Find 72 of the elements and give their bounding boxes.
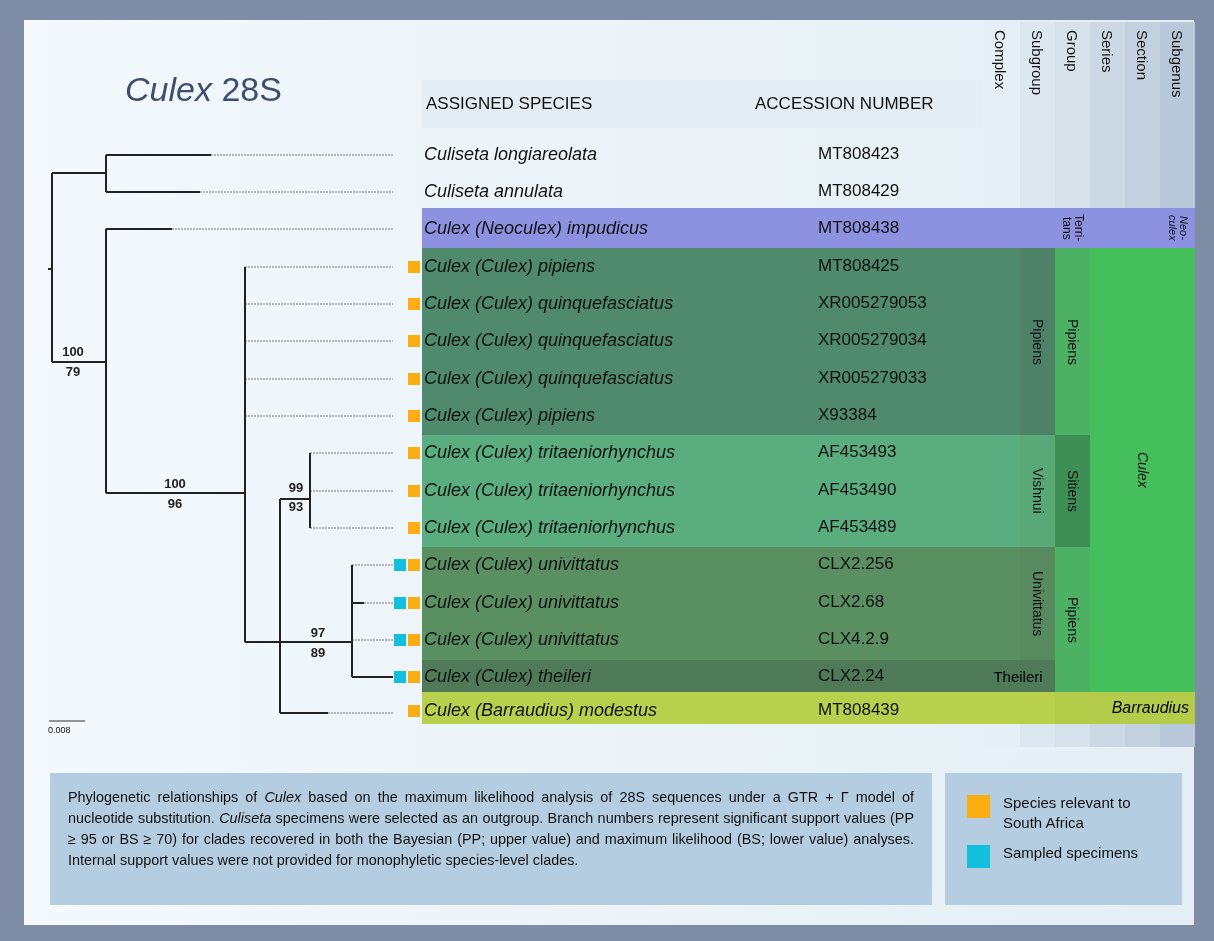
accession-number: XR005279034	[818, 330, 927, 351]
taxon-band	[1020, 248, 1055, 435]
species-name: Culex (Culex) univittatus	[424, 629, 620, 651]
accession-number: MT808429	[818, 181, 900, 202]
accession-number: MT808425	[818, 256, 900, 277]
legend-text: Species relevant to South Africa	[1003, 793, 1132, 832]
accession-number: AF453493	[818, 442, 897, 463]
support-value: 96	[167, 496, 183, 512]
species-name: Culiseta longiareolata	[424, 144, 598, 166]
column-header: Group	[1063, 30, 1081, 72]
taxon-rank-label: Pipiens	[1064, 596, 1081, 643]
accession-number: CLX2.256	[818, 554, 894, 575]
taxon-rank-label: Barraudius	[1111, 700, 1189, 716]
accession-number: CLX4.2.9	[818, 629, 889, 650]
support-value: 79	[65, 364, 81, 380]
taxon-band	[1090, 248, 1195, 692]
taxon-band	[1055, 547, 1090, 692]
accession-number: AF453490	[818, 480, 897, 501]
support-value: 100	[62, 344, 84, 360]
taxon-band	[1020, 435, 1055, 547]
taxon-rank-label: Neo- culex	[1166, 214, 1189, 243]
taxon-rank-label: Terri- tans	[1060, 213, 1085, 244]
accession-number: CLX2.68	[818, 592, 885, 613]
taxon-rank-label: Pipiens	[1064, 318, 1081, 365]
species-name: Culex (Culex) pipiens	[424, 256, 596, 278]
caption: Phylogenetic relationships of Culex based on the maximum likelihood analysis of 28S sequences under a GTR + Γ model of nucleotide substitution. Culiseta specimens were selected as an outgroup. Branch numbers represent significant support values (PP ≥ 95 or BS ≥ 70) for clades recovered in both the Bayesian (PP; upper value) and maximum likelihood (BS; lower value) analyses. Internal support values were not provided for monophyletic species-level clades.	[50, 773, 932, 905]
taxon-rank-label: Vishnui	[1029, 468, 1046, 514]
taxon-rank-label: Univittatus	[1029, 570, 1046, 637]
species-name: Culex (Culex) pipiens	[424, 405, 596, 427]
scale-value: 0.008	[48, 725, 71, 736]
taxon-rank-label: Sitiens	[1064, 470, 1081, 512]
support-value: 93	[288, 499, 304, 515]
species-name: Culex (Culex) tritaeniorhynchus	[424, 480, 676, 502]
species-name: Culiseta annulata	[424, 181, 564, 203]
taxon-band	[1055, 692, 1195, 724]
species-name: Culex (Culex) univittatus	[424, 592, 620, 614]
taxon-rank-label: Theileri	[993, 668, 1043, 684]
species-name: Culex (Culex) theileri	[424, 666, 592, 688]
species-name: Culex (Culex) tritaeniorhynchus	[424, 442, 676, 464]
species-name: Culex (Culex) tritaeniorhynchus	[424, 517, 676, 539]
species-name: Culex (Barraudius) modestus	[424, 700, 658, 722]
legend-text: Sampled specimens	[1003, 843, 1140, 863]
column-header: Subgenus	[1168, 30, 1186, 98]
support-value: 89	[310, 645, 326, 661]
species-name: Culex (Culex) quinquefasciatus	[424, 368, 674, 390]
taxon-band	[1055, 248, 1090, 435]
support-value: 100	[164, 476, 186, 492]
support-value: 99	[288, 480, 304, 496]
species-name: Culex (Culex) quinquefasciatus	[424, 330, 674, 352]
accession-number: MT808438	[818, 218, 900, 239]
column-header: Subgroup	[1028, 30, 1046, 96]
column-header: Section	[1133, 30, 1151, 81]
accession-number: XR005279033	[818, 368, 927, 389]
taxon-band	[1055, 435, 1090, 547]
taxon-rank-label: Pipiens	[1029, 318, 1046, 365]
accession-number: MT808423	[818, 144, 900, 165]
column-header: ACCESSION NUMBER	[755, 94, 934, 115]
column-header: ASSIGNED SPECIES	[426, 94, 593, 115]
accession-number: XR005279053	[818, 293, 927, 314]
accession-number: X93384	[818, 405, 877, 426]
support-value: 97	[310, 625, 326, 641]
diagram-title: Culex 28S	[125, 70, 282, 109]
species-name: Culex (Culex) univittatus	[424, 554, 620, 576]
column-header: Complex	[991, 30, 1009, 90]
accession-number: MT808439	[818, 700, 900, 721]
species-name: Culex (Culex) quinquefasciatus	[424, 293, 674, 315]
taxon-band	[1020, 547, 1055, 660]
accession-number: AF453489	[818, 517, 897, 538]
column-header: Series	[1098, 30, 1116, 73]
accession-number: CLX2.24	[818, 666, 885, 687]
taxon-rank-label: Culex	[1134, 452, 1151, 488]
species-name: Culex (Neoculex) impudicus	[424, 218, 649, 240]
